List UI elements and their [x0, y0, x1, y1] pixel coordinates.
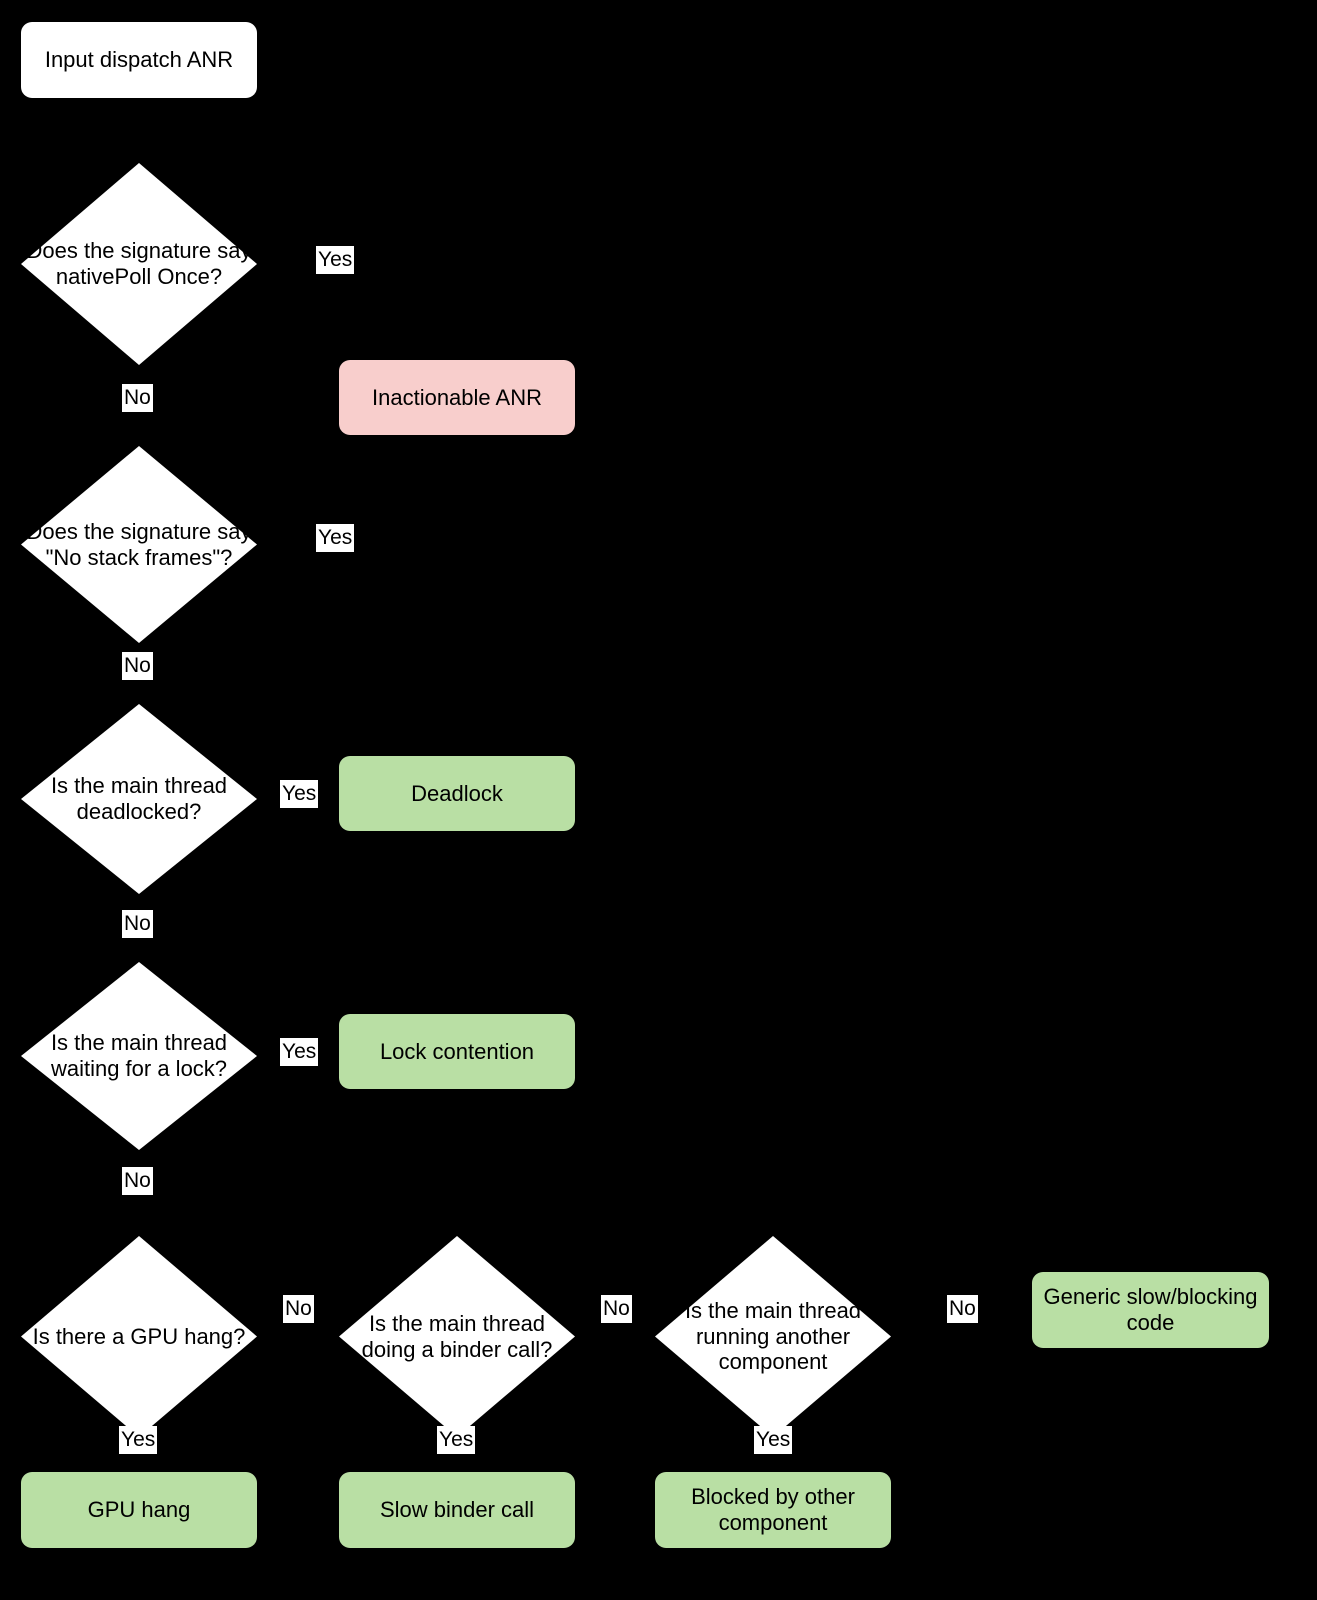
- edge-label-waitinglock-yes: Yes: [280, 1038, 319, 1066]
- node-question-running-another-component[interactable]: Is the main thread running another compo…: [655, 1236, 891, 1437]
- node-blocked-by-other-component[interactable]: Blocked by other component: [655, 1472, 891, 1548]
- edge-label-text: No: [949, 1297, 976, 1320]
- node-label: Is the main thread deadlocked?: [50, 773, 228, 824]
- node-slow-binder-call[interactable]: Slow binder call: [339, 1472, 575, 1548]
- node-label: Deadlock: [411, 780, 503, 806]
- edge-nostackframes-yes: [257, 543, 457, 545]
- node-lock-contention[interactable]: Lock contention: [339, 1014, 575, 1089]
- node-label: Is the main thread running another compo…: [684, 1297, 862, 1375]
- edge-label-text: Yes: [121, 1428, 156, 1451]
- edge-label-text: No: [124, 912, 151, 935]
- node-label: Generic slow/blocking code: [1043, 1284, 1258, 1335]
- edge-label-othercomponent-yes: Yes: [754, 1426, 793, 1454]
- edge-label-text: No: [124, 386, 151, 409]
- node-deadlock[interactable]: Deadlock: [339, 756, 575, 831]
- node-generic-slow-blocking-code[interactable]: Generic slow/blocking code: [1032, 1272, 1269, 1348]
- node-question-no-stack-frames[interactable]: Does the signature say "No stack frames"…: [21, 446, 257, 643]
- edge-label-bindercall-yes: Yes: [437, 1426, 476, 1454]
- edge-label-text: No: [285, 1297, 312, 1320]
- edge-label-text: Yes: [318, 248, 353, 271]
- node-label: Slow binder call: [379, 1497, 535, 1523]
- node-label: Lock contention: [379, 1038, 535, 1064]
- edge-start-to-nativepoll: [138, 97, 140, 163]
- edge-label-othercomponent-no: No: [947, 1295, 978, 1323]
- edge-label-nostackframes-no: No: [122, 652, 153, 680]
- node-label: Blocked by other component: [691, 1484, 855, 1535]
- edge-label-nativepoll-yes: Yes: [316, 246, 355, 274]
- edge-label-deadlocked-no: No: [122, 910, 153, 938]
- edge-label-bindercall-no: No: [601, 1295, 632, 1323]
- edge-bindercall-yes: [456, 1437, 458, 1497]
- edge-label-text: Yes: [756, 1428, 791, 1451]
- node-label: Input dispatch ANR: [44, 47, 234, 73]
- edge-label-waitinglock-no: No: [122, 1167, 153, 1195]
- node-label: Is there a GPU hang?: [32, 1323, 246, 1349]
- node-label: Inactionable ANR: [372, 384, 542, 410]
- node-input-dispatch-anr[interactable]: Input dispatch ANR: [21, 22, 257, 98]
- node-question-gpu-hang[interactable]: Is there a GPU hang?: [21, 1236, 257, 1437]
- node-question-binder-call[interactable]: Is the main thread doing a binder call?: [339, 1236, 575, 1437]
- edge-label-text: Yes: [439, 1428, 474, 1451]
- node-question-waiting-for-lock[interactable]: Is the main thread waiting for a lock?: [21, 962, 257, 1150]
- node-label: GPU hang: [87, 1497, 191, 1523]
- node-label: Does the signature say nativePoll Once?: [26, 238, 252, 289]
- node-label: Does the signature say "No stack frames"…: [26, 518, 252, 570]
- node-question-main-thread-deadlocked[interactable]: Is the main thread deadlocked?: [21, 704, 257, 894]
- edge-label-gpuhang-no: No: [283, 1295, 314, 1323]
- edge-nativepoll-yes-v: [456, 263, 458, 360]
- edge-label-gpuhang-yes: Yes: [119, 1426, 158, 1454]
- edge-label-text: No: [124, 654, 151, 677]
- node-gpu-hang[interactable]: GPU hang: [21, 1472, 257, 1548]
- edge-label-text: Yes: [318, 526, 353, 549]
- edge-label-nativepoll-no: No: [122, 384, 153, 412]
- node-question-nativepolonce[interactable]: Does the signature say nativePoll Once?: [21, 163, 257, 365]
- edge-label-nostackframes-yes: Yes: [316, 524, 355, 552]
- node-inactionable-anr[interactable]: Inactionable ANR: [339, 360, 575, 435]
- edge-gpuhang-yes: [138, 1437, 140, 1497]
- edge-label-text: Yes: [282, 1040, 317, 1063]
- edge-label-text: No: [603, 1297, 630, 1320]
- edge-label-text: Yes: [282, 782, 317, 805]
- node-label: Is the main thread waiting for a lock?: [50, 1030, 228, 1081]
- edge-nativepoll-yes: [257, 263, 457, 265]
- node-label: Is the main thread doing a binder call?: [361, 1310, 553, 1362]
- edge-label-deadlocked-yes: Yes: [280, 780, 319, 808]
- edge-label-text: No: [124, 1169, 151, 1192]
- edge-othercomponent-yes: [772, 1437, 774, 1497]
